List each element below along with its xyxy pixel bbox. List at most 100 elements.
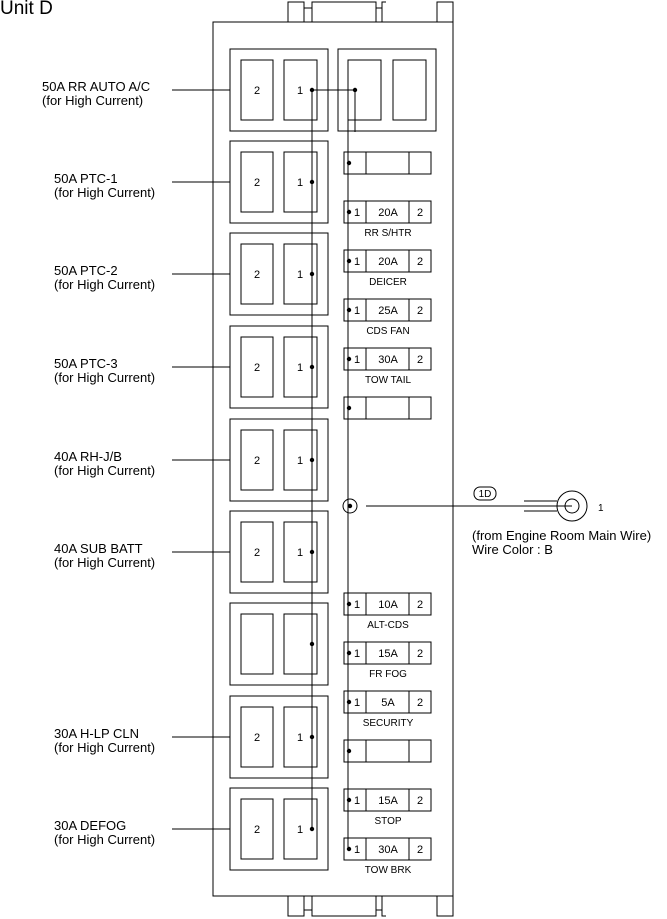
small-fuse xyxy=(343,690,432,714)
big-fuse-terminal-2 xyxy=(240,151,274,213)
ground-terminal-center xyxy=(347,503,353,509)
fuse-name: ALT-CDS xyxy=(367,620,409,631)
small-fuse xyxy=(343,396,432,420)
pin-number: 2 xyxy=(254,362,260,374)
fuse-note: (for High Current) xyxy=(42,93,144,108)
pin-number: 1 xyxy=(354,599,360,611)
pin-number: 2 xyxy=(254,177,260,189)
small-fuse xyxy=(343,739,432,763)
wire-color: Wire Color : B xyxy=(472,542,553,557)
pin-number: 2 xyxy=(254,547,260,559)
pin-number: 1 xyxy=(354,844,360,856)
pin-number: 2 xyxy=(254,269,260,281)
fuse-name: 50A PTC-2 xyxy=(54,263,118,278)
small-fuse-slot xyxy=(343,788,432,812)
small-fuse xyxy=(343,298,432,322)
junction-dot xyxy=(346,209,352,215)
fuse-rating: 20A xyxy=(378,207,398,219)
pin-number: 2 xyxy=(417,256,423,268)
big-fuse-terminal-1 xyxy=(283,151,318,213)
pin-number: 1 xyxy=(297,362,303,374)
pin-number: 2 xyxy=(254,732,260,744)
big-fuse-label: 30A DEFOG(for High Current) xyxy=(54,819,155,847)
ground-terminal-icon xyxy=(342,498,358,514)
fuse-rating: 30A xyxy=(378,844,398,856)
big-fuse-label: 40A SUB BATT(for High Current) xyxy=(54,542,155,570)
pin-number: 1 xyxy=(297,85,303,97)
fuse-name: TOW BRK xyxy=(365,865,412,876)
fuse-rating: 15A xyxy=(378,795,398,807)
pin-number: 1 xyxy=(297,547,303,559)
fuse-note: (for High Current) xyxy=(54,277,156,292)
top-connector-right xyxy=(436,1,454,22)
big-fuse-terminal-1 xyxy=(283,429,318,491)
pin-number: 2 xyxy=(417,354,423,366)
pin-number: 2 xyxy=(417,207,423,219)
small-fuse xyxy=(343,837,432,861)
big-fuse-label: 50A PTC-2(for High Current) xyxy=(54,264,155,292)
pin-number: 1 xyxy=(297,455,303,467)
junction-dot xyxy=(346,405,352,411)
relay-terminal xyxy=(392,59,427,121)
small-fuse-slot xyxy=(343,396,432,420)
big-fuse-terminal-2 xyxy=(240,336,274,398)
pin-number: 1 xyxy=(354,256,360,268)
pin-number: 1 xyxy=(354,697,360,709)
big-fuse-terminal-1 xyxy=(283,613,318,675)
small-fuse-slot xyxy=(343,347,432,371)
big-fuse-label: 50A PTC-3(for High Current) xyxy=(54,357,155,385)
big-fuse-label: 30A H-LP CLN(for High Current) xyxy=(54,727,155,755)
junction-dot xyxy=(346,699,352,705)
fuse-name: 30A H-LP CLN xyxy=(54,726,140,741)
bottom-connector xyxy=(287,896,386,917)
fuse-note: (for High Current) xyxy=(54,740,156,755)
small-fuse-slot xyxy=(343,641,432,665)
connector-source: (from Engine Room Main Wire) xyxy=(472,528,651,543)
big-fuse xyxy=(229,602,329,686)
fuse-rating: 5A xyxy=(381,697,395,709)
ring-terminal-shank xyxy=(524,500,557,512)
pin-number: 2 xyxy=(417,844,423,856)
fuse-rating: 10A xyxy=(378,599,398,611)
unit-title: Unit D xyxy=(0,0,53,19)
junction-dot xyxy=(346,307,352,313)
big-fuse-terminal-2 xyxy=(240,706,274,768)
ring-terminal-hole xyxy=(564,498,580,514)
junction-dot xyxy=(346,748,352,754)
fuse-rating: 15A xyxy=(378,648,398,660)
big-fuse-slot xyxy=(229,602,329,686)
fuse-name: 40A RH-J/B xyxy=(54,449,122,464)
fuse-note: (for High Current) xyxy=(54,832,156,847)
fuse-rating: 25A xyxy=(378,305,398,317)
fuse-rating: 20A xyxy=(378,256,398,268)
ring-terminal-icon xyxy=(556,490,588,522)
bottom-connector-right xyxy=(436,896,454,917)
pin-number: 2 xyxy=(254,85,260,97)
fuse-rating: 30A xyxy=(378,354,398,366)
big-fuse-terminal-1 xyxy=(283,243,318,305)
small-fuse xyxy=(343,592,432,616)
small-fuse-slot xyxy=(343,151,432,175)
fuse-name: DEICER xyxy=(369,277,407,288)
big-fuse-label: 50A RR AUTO A/C(for High Current) xyxy=(42,80,150,108)
fuse-name: FR FOG xyxy=(369,669,407,680)
pin-number: 2 xyxy=(254,824,260,836)
pin-number: 2 xyxy=(254,455,260,467)
big-fuse-terminal-2 xyxy=(240,59,274,121)
fuse-note: (for High Current) xyxy=(54,370,156,385)
small-fuse xyxy=(343,200,432,224)
small-fuse xyxy=(343,347,432,371)
fuse-name: 50A PTC-1 xyxy=(54,171,118,186)
fuse-name: 30A DEFOG xyxy=(54,818,127,833)
fuse-name: 50A RR AUTO A/C xyxy=(42,79,151,94)
small-fuse-slot xyxy=(343,200,432,224)
small-fuse xyxy=(343,151,432,175)
big-fuse-label: 40A RH-J/B(for High Current) xyxy=(54,450,155,478)
junction-dot xyxy=(346,258,352,264)
big-fuse-label: 50A PTC-1(for High Current) xyxy=(54,172,155,200)
pin-number: 1 xyxy=(354,795,360,807)
connector-code: 1D xyxy=(479,489,492,500)
big-fuse-terminal-1 xyxy=(283,336,318,398)
big-fuse-terminal-1 xyxy=(283,798,318,860)
